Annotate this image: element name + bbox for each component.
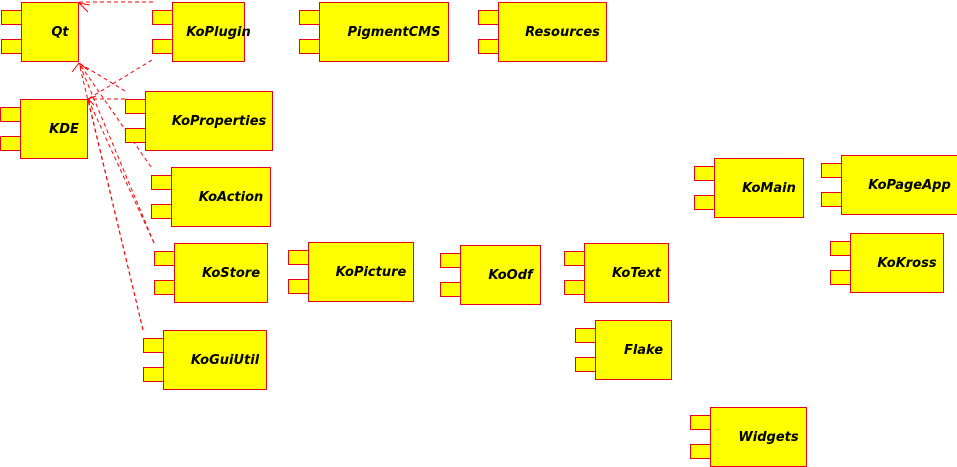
component-koaction[interactable]: KoAction <box>151 167 271 227</box>
component-pigmentcms[interactable]: PigmentCMS <box>299 2 449 62</box>
component-label: KoProperties <box>171 113 267 129</box>
component-label: KoOdf <box>488 267 533 283</box>
component-label: Widgets <box>738 429 799 445</box>
component-label: Flake <box>623 342 664 358</box>
dep-kostore-qt <box>78 62 155 244</box>
dep-kostore-kde <box>87 98 155 244</box>
component-kokross[interactable]: KoKross <box>830 233 944 293</box>
component-flake[interactable]: Flake <box>575 320 672 380</box>
dep-koguiutil-kde <box>87 98 144 331</box>
component-label: KoKross <box>877 255 937 271</box>
arrowhead-qt-bottom <box>71 62 89 73</box>
component-label: KoPicture <box>335 264 407 280</box>
component-kopicture[interactable]: KoPicture <box>288 242 414 302</box>
component-kde[interactable]: KDE <box>0 99 88 159</box>
component-label: KoPlugin <box>186 24 251 40</box>
component-label: KoText <box>612 265 661 281</box>
component-label: KoPageApp <box>868 177 951 193</box>
component-label: KoGuiUtil <box>190 352 260 368</box>
component-koguiutil[interactable]: KoGuiUtil <box>143 330 267 390</box>
arrowhead-kde <box>87 95 97 106</box>
component-koplugin[interactable]: KoPlugin <box>152 2 251 62</box>
component-komain[interactable]: KoMain <box>694 158 804 218</box>
arrowhead-qt-top <box>77 2 91 13</box>
component-koodf[interactable]: KoOdf <box>440 245 541 305</box>
component-qt[interactable]: Qt <box>1 2 79 62</box>
component-label: KDE <box>49 121 79 137</box>
component-label: Resources <box>525 24 600 40</box>
dep-koproperties-qt <box>78 62 126 92</box>
dep-koaction-qt <box>78 62 152 168</box>
component-label: Qt <box>51 24 69 40</box>
component-label: KoMain <box>742 180 796 196</box>
component-kostore[interactable]: KoStore <box>154 243 268 303</box>
component-label: KoAction <box>198 189 264 205</box>
component-widgets[interactable]: Widgets <box>690 407 807 467</box>
component-resources[interactable]: Resources <box>478 2 607 62</box>
component-kotext[interactable]: KoText <box>564 243 669 303</box>
dep-koplugin-kde <box>87 59 153 100</box>
component-koproperties[interactable]: KoProperties <box>125 91 273 151</box>
component-label: PigmentCMS <box>347 24 441 40</box>
component-kopageapp[interactable]: KoPageApp <box>821 155 957 215</box>
component-label: KoStore <box>201 265 261 281</box>
